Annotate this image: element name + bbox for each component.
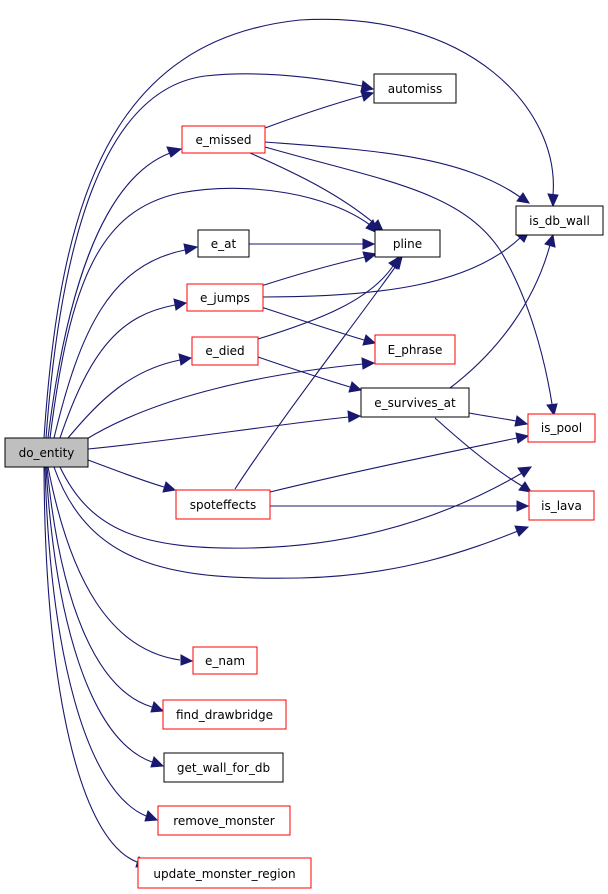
- arrow-get_wall_for_db: [150, 756, 165, 768]
- arrow-automiss-1: [360, 80, 375, 93]
- node-label: e_nam: [205, 654, 245, 668]
- edge-e_missed-is_pool: [264, 146, 553, 405]
- edge-do_entity-pline: [49, 187, 371, 439]
- node-e_at[interactable]: e_at: [197, 229, 250, 258]
- edge-do_entity-e_jumps: [59, 304, 176, 439]
- arrow-is_pool-1: [517, 466, 533, 478]
- node-get_wall_for_db[interactable]: get_wall_for_db: [163, 752, 284, 783]
- edge-do_entity-e_missed: [47, 152, 171, 439]
- node-e_died[interactable]: e_died: [191, 336, 259, 366]
- node-label: spoteffects: [190, 498, 257, 512]
- node-pline[interactable]: pline: [374, 229, 441, 258]
- edge-spoteffects-is_pool: [269, 437, 518, 493]
- arrow-E_phrase: [361, 357, 376, 370]
- arrow-pline-6: [390, 256, 403, 270]
- node-label: find_drawbridge: [176, 708, 273, 722]
- edge-do_entity-update_monster_region: [43, 466, 138, 863]
- edge-do_entity-is_db_wall: [43, 18, 554, 439]
- node-automiss[interactable]: automiss: [373, 73, 457, 104]
- edge-e_jumps-E_phrase: [254, 304, 365, 341]
- edge-e_survives_at-is_pool: [468, 412, 517, 422]
- arrow-is_lava-2: [518, 481, 532, 493]
- arrow-is_db_wall-2: [516, 192, 530, 204]
- edge-do_entity-remove_monster: [44, 466, 147, 817]
- node-do_entity[interactable]: do_entity: [4, 437, 89, 468]
- arrow-e_missed: [166, 146, 183, 158]
- arrow-pline-4: [362, 251, 378, 263]
- arrow-is_pool-4: [515, 432, 530, 444]
- arrow-e_survives_at-2: [348, 381, 363, 393]
- node-e_nam[interactable]: e_nam: [192, 646, 258, 675]
- node-label: automiss: [388, 82, 443, 96]
- node-label: e_jumps: [200, 291, 250, 305]
- edge-e_survives_at-is_db_wall: [449, 244, 551, 389]
- node-is_pool[interactable]: is_pool: [527, 413, 596, 443]
- arrow-is_lava-1: [514, 525, 530, 537]
- edge-spoteffects-pline: [234, 265, 397, 490]
- node-find_drawbridge[interactable]: find_drawbridge: [162, 699, 287, 730]
- node-label: is_lava: [541, 499, 582, 513]
- node-e_survives_at[interactable]: e_survives_at: [360, 387, 470, 418]
- node-label: E_phrase: [388, 343, 443, 357]
- node-label: get_wall_for_db: [177, 761, 270, 775]
- arrow-e_survives_at-1: [347, 410, 362, 423]
- edges: [43, 18, 559, 868]
- node-spoteffects[interactable]: spoteffects: [175, 489, 271, 520]
- edge-do_entity-E_phrase: [84, 363, 364, 441]
- node-label: pline: [393, 237, 422, 251]
- node-is_db_wall[interactable]: is_db_wall: [515, 205, 604, 236]
- node-update_monster_region[interactable]: update_monster_region: [137, 857, 312, 889]
- edge-do_entity-is_lava: [53, 466, 519, 579]
- node-label: is_pool: [541, 421, 582, 435]
- edge-do_entity-get_wall_for_db: [45, 466, 153, 763]
- node-label: remove_monster: [173, 814, 275, 828]
- node-label: is_db_wall: [529, 214, 590, 228]
- edge-e_died-e_survives_at: [257, 356, 351, 388]
- node-E_phrase[interactable]: E_phrase: [374, 334, 456, 365]
- edge-do_entity-find_drawbridge: [46, 466, 153, 708]
- arrow-e_nam: [180, 654, 194, 666]
- node-remove_monster[interactable]: remove_monster: [157, 805, 291, 836]
- arrow-e_died: [178, 353, 193, 366]
- arrow-spoteffects: [162, 481, 177, 493]
- node-e_jumps[interactable]: e_jumps: [186, 283, 264, 312]
- arrow-e_at: [183, 243, 199, 255]
- arrow-find_drawbridge: [150, 701, 165, 713]
- edge-do_entity-spoteffects: [87, 459, 165, 488]
- edge-e_died-pline: [257, 265, 394, 340]
- node-label: e_at: [211, 237, 237, 251]
- arrow-remove_monster: [144, 810, 159, 822]
- node-label: do_entity: [19, 446, 75, 460]
- edge-e_survives_at-is_lava: [434, 417, 523, 487]
- arrow-is_db_wall-4: [544, 233, 556, 248]
- arrow-automiss-2: [360, 90, 375, 102]
- edge-e_missed-pline: [249, 152, 376, 225]
- edge-do_entity-e_nam: [47, 466, 181, 661]
- arrow-is_pool-2: [546, 403, 558, 417]
- edge-e_jumps-pline: [257, 256, 366, 288]
- edge-do_entity-is_pool: [59, 466, 523, 549]
- arrow-E_phrase-2: [362, 334, 377, 346]
- edge-do_entity-e_survives_at: [87, 416, 350, 450]
- edge-do_entity-automiss: [45, 73, 363, 439]
- node-label: e_survives_at: [374, 396, 456, 410]
- arrow-is_pool-3: [514, 415, 529, 427]
- edge-do_entity-e_died: [67, 359, 181, 439]
- edge-e_missed-automiss: [264, 95, 363, 129]
- arrow-is_lava-3: [516, 500, 530, 512]
- node-label: e_died: [205, 344, 244, 358]
- edge-do_entity-e_at: [53, 249, 186, 439]
- node-is_lava[interactable]: is_lava: [528, 490, 595, 521]
- arrow-pline-3: [362, 238, 376, 250]
- node-e_missed[interactable]: e_missed: [181, 125, 266, 154]
- edge-e_missed-is_db_wall: [264, 141, 521, 198]
- node-label: e_missed: [196, 133, 252, 147]
- arrow-e_jumps: [173, 298, 188, 311]
- nodes: do_entity automiss e_missed is_db_wall e…: [4, 73, 604, 889]
- edge-e_jumps-is_db_wall: [262, 237, 521, 298]
- arrow-is_db_wall-1: [547, 193, 559, 208]
- node-label: update_monster_region: [153, 867, 295, 881]
